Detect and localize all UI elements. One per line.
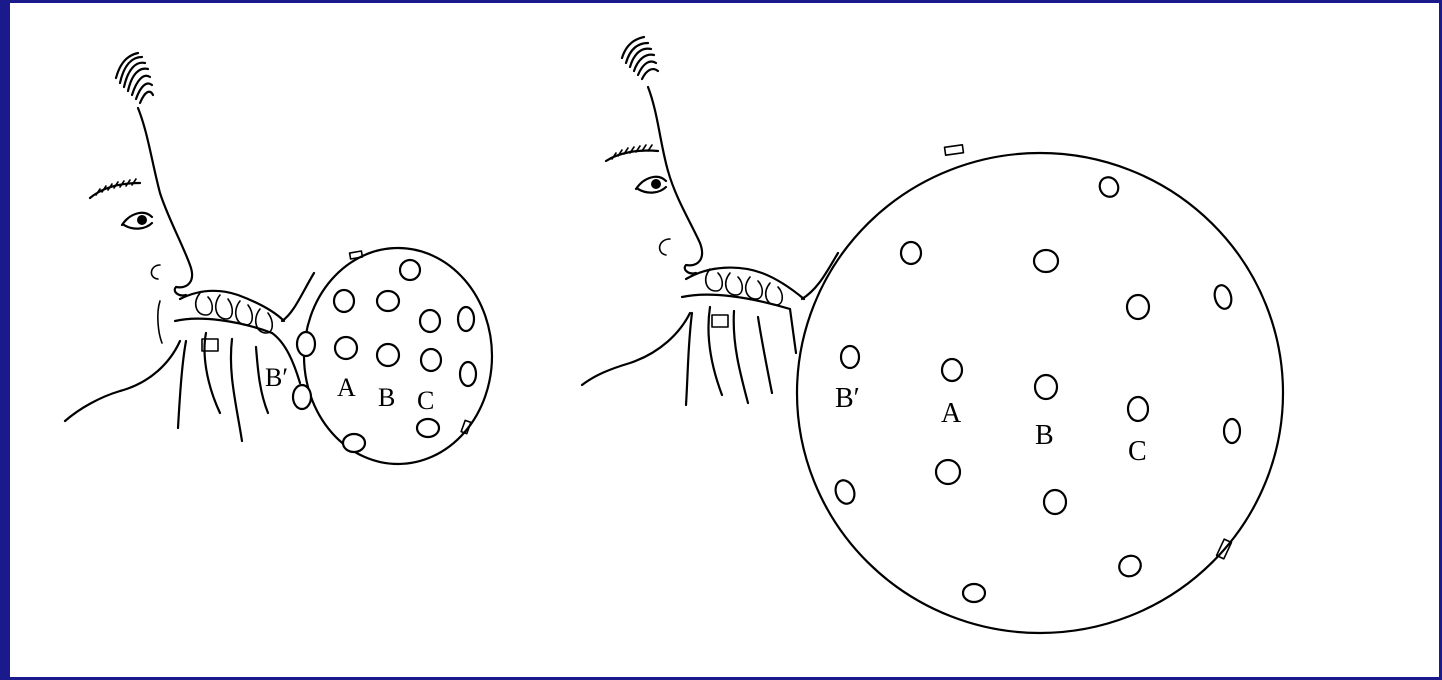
hand-right — [682, 268, 804, 405]
large-label-b: B — [1035, 420, 1054, 451]
frame-border-left — [0, 0, 10, 680]
large-label-a: A — [941, 398, 962, 429]
large-label-b-prime: B′ — [835, 383, 860, 414]
neck-left — [65, 341, 180, 421]
small-label-c: C — [417, 386, 434, 415]
eye-left — [122, 213, 152, 229]
hair-right — [622, 37, 658, 79]
balloon-illustration: B′ A B C — [10, 3, 1439, 677]
large-balloon-spots — [832, 174, 1240, 602]
neck-right — [582, 313, 690, 385]
large-label-c: C — [1128, 436, 1147, 467]
hair-left — [116, 53, 153, 103]
small-label-a: A — [337, 373, 356, 402]
face-profile-left — [138, 108, 192, 295]
small-balloon-spots — [293, 260, 476, 452]
small-label-b-prime: B′ — [265, 363, 288, 392]
small-balloon-figure: B′ A B C — [65, 53, 492, 464]
large-balloon-figure: B′ A B C — [582, 37, 1283, 633]
eye-right — [636, 177, 666, 193]
small-label-b: B — [378, 383, 395, 412]
